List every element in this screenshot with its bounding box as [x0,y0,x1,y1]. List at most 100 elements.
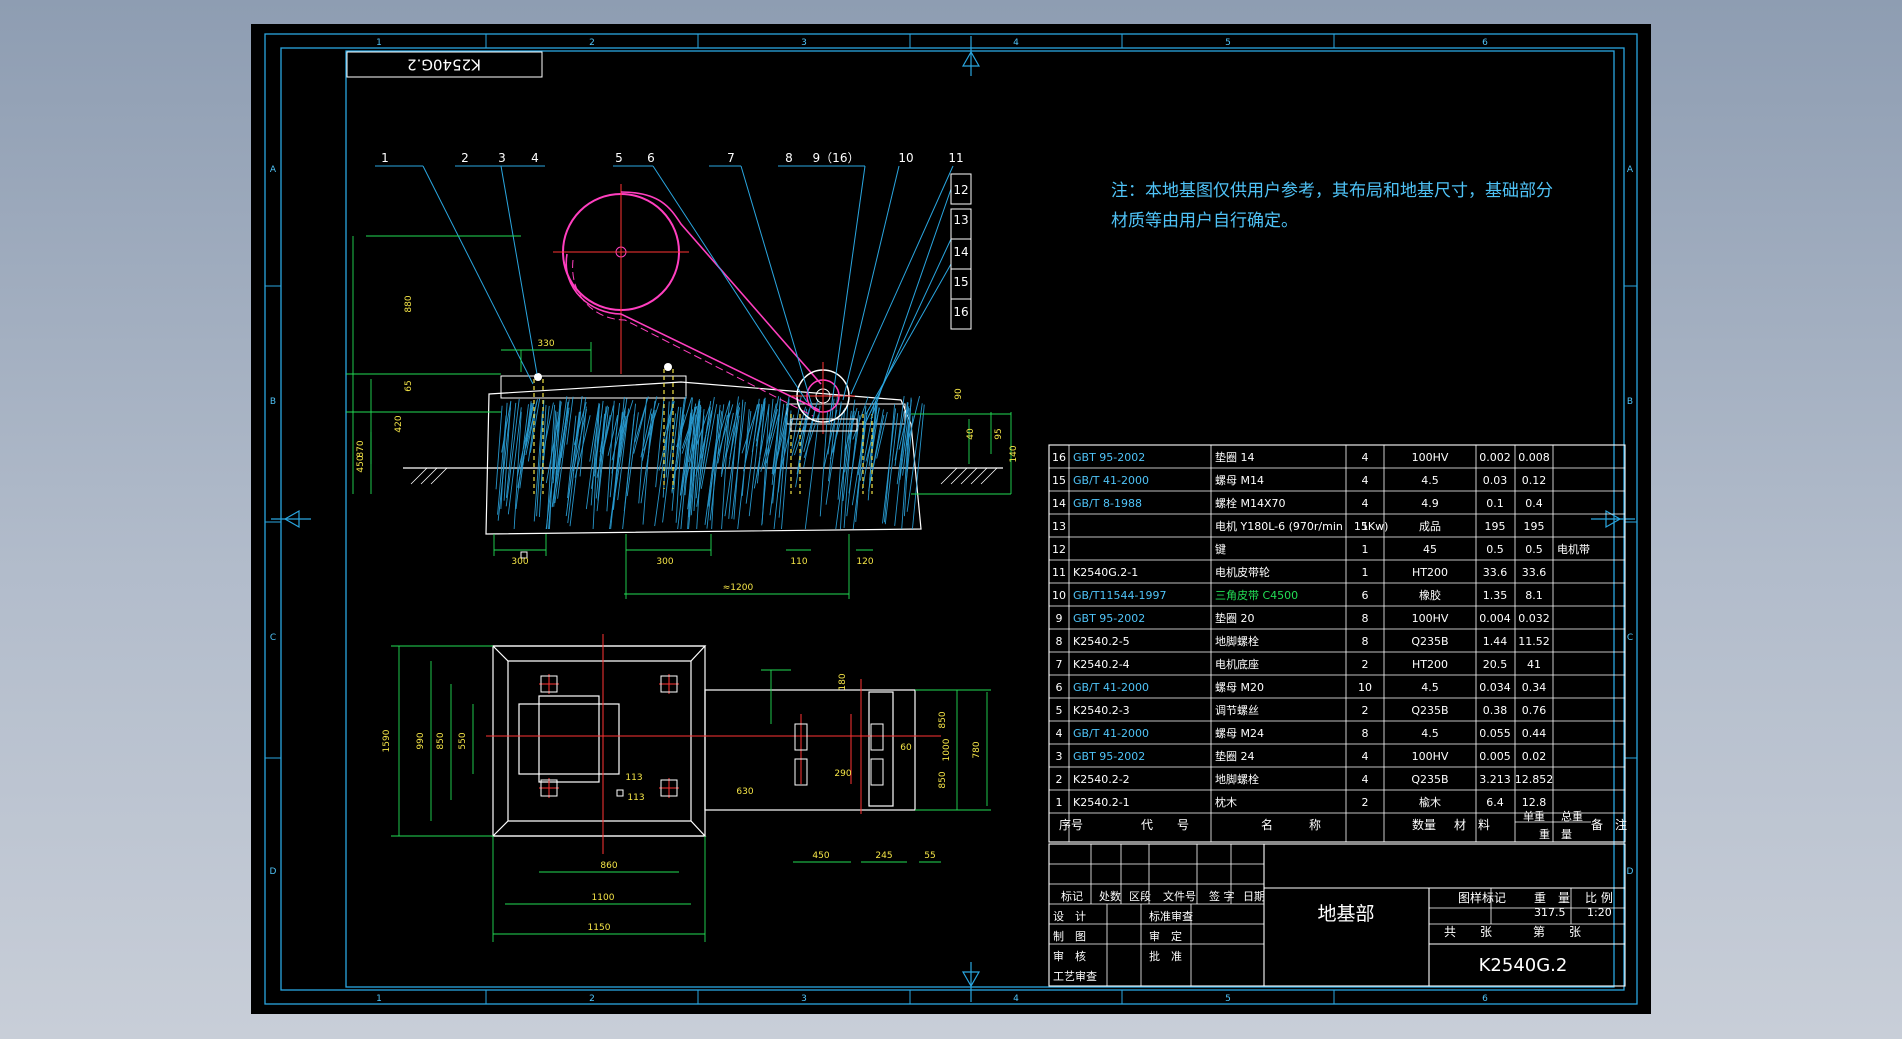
bom-unit-weight: 0.005 [1479,750,1511,763]
bom-code: K2540.2-2 [1073,773,1130,786]
bom-qty: 4 [1362,497,1369,510]
elevation-dim-vertical: 95 [994,428,1004,439]
bom-code: K2540.2-3 [1073,704,1130,717]
title-block: 标记处数区段文件号签 字日期 设 计制 图审 核工艺审查 标准审查审 定批 准 … [1048,843,1626,987]
bom-qty: 1 [1362,543,1369,556]
bom-no: 16 [1052,451,1066,464]
leader-label: 4 [531,151,539,165]
bom-name: 调节螺丝 [1215,704,1259,717]
bom-qty: 8 [1362,635,1369,648]
bom-header-total-weight: 总重 [1561,809,1583,823]
bom-unit-weight: 3.213 [1479,773,1511,786]
rev-header: 文件号 [1163,889,1196,903]
bom-code: K2540.2-4 [1073,658,1130,671]
elevation-side-leader-labels: 12 13 14 15 16 [953,183,968,319]
leader-label: 16 [953,305,968,319]
rev-header: 区段 [1129,889,1151,903]
elevation-dim-vertical: 140 [1009,445,1019,462]
zone-col-label: 1 [376,994,382,1004]
bom-no: 2 [1056,773,1063,786]
bom-material: 45 [1423,543,1437,556]
plan-dim-right: 850 [938,771,948,788]
weight-value: 317.5 [1534,906,1566,919]
plan-dim-bottom: 450 [812,851,829,861]
bom-header-unit-weight: 单重 [1523,809,1545,823]
bom-code: GBT 95-2002 [1073,612,1145,625]
leader-label: 13 [953,213,968,227]
leader-label: 7 [727,151,735,165]
note-line-2: 材质等由用户自行确定。 [1111,211,1298,231]
scale-label: 比 例 [1585,891,1613,905]
bom-unit-weight: 0.004 [1479,612,1511,625]
bom-unit-weight: 0.03 [1483,474,1508,487]
bom-total-weight: 195 [1524,520,1545,533]
bom-no: 13 [1052,520,1066,533]
bom-name: 枕木 [1215,795,1237,809]
plan-dim-misc: 113 [625,773,642,783]
bom-material: Q235B [1411,635,1448,648]
leader-label: 14 [953,245,968,259]
bom-header-remark: 备 注 [1591,817,1627,832]
bom-total-weight: 0.44 [1522,727,1547,740]
elevation-dim-vertical: 90 [954,388,964,400]
elevation-dim-vertical: 40 [966,428,976,440]
bom-name: 地脚螺栓 [1215,634,1259,648]
bom-total-weight: 11.52 [1518,635,1550,648]
zone-col-label: 4 [1013,38,1019,48]
leader-label: 3 [498,151,506,165]
zone-row-label: C [1627,633,1633,643]
zone-col-label: 2 [589,994,595,1004]
bom-total-weight: 0.02 [1522,750,1547,763]
sign-label: 设 计 [1053,910,1086,923]
bom-total-weight: 12.852 [1515,773,1554,786]
sheet-no: 第 张 [1533,925,1581,939]
elevation-dim-horizontal: ≈1200 [723,583,754,593]
plan-dim-misc: 60 [900,743,912,753]
plan-dim-bottom: 1150 [588,923,611,933]
bom-unit-weight: 20.5 [1483,658,1508,671]
leader-label: 12 [953,183,968,197]
bom-header-material: 材 料 [1454,818,1490,832]
zone-row-label: D [1627,867,1634,877]
bom-no: 14 [1052,497,1066,510]
bom-name: 螺母 M20 [1215,681,1264,694]
bom-code: GBT 95-2002 [1073,451,1145,464]
bom-qty: 2 [1362,704,1369,717]
bom-unit-weight: 0.5 [1486,543,1504,556]
bom-total-weight: 0.008 [1518,451,1550,464]
bom-code: K2540G.2-1 [1073,566,1138,579]
part-name: 地基部 [1317,903,1374,925]
elevation-dim-vertical: 880 [404,295,414,312]
zone-col-label: 6 [1482,38,1488,48]
plan-dim-left: 990 [416,732,426,749]
bom-unit-weight: 1.44 [1483,635,1508,648]
plan-dim-misc: 630 [736,787,753,797]
approval-label: 批 准 [1149,949,1182,963]
revision-headers: 标记处数区段文件号签 字日期 [1061,889,1265,903]
bom-total-weight: 0.76 [1522,704,1547,717]
scale-value: 1:20 [1587,906,1612,919]
bom-material: HT200 [1412,658,1448,671]
leader-label: 6 [647,151,655,165]
bom-material: 100HV [1412,612,1449,625]
elevation-dim-horizontal: 330 [537,339,554,349]
bom-no: 9 [1056,612,1063,625]
elevation-dim-horizontal: 300 [511,557,528,567]
leader-label: 15 [953,275,968,289]
plan-dim-misc: 113 [627,793,644,803]
bom-total-weight: 0.4 [1525,497,1543,510]
bom-material: Q235B [1411,704,1448,717]
bom-material: 4.5 [1421,474,1439,487]
